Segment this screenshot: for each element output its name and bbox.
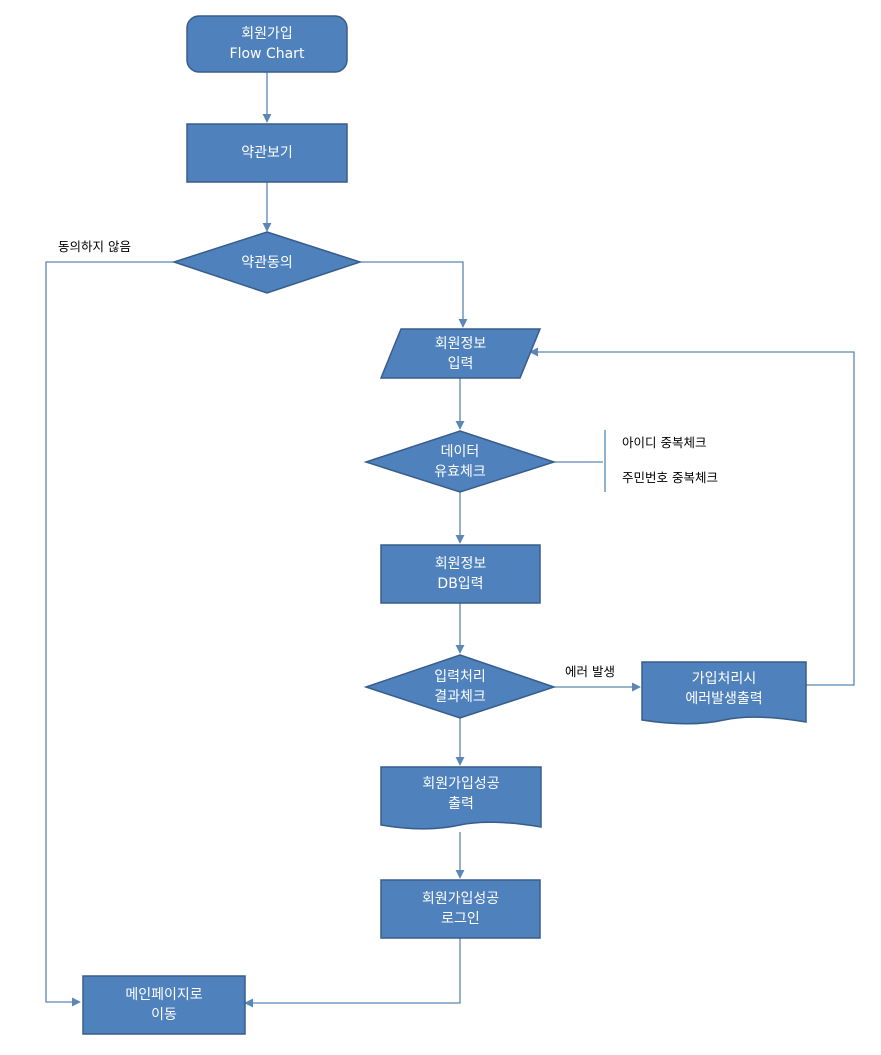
disagree-edge-label: 동의하지 않음	[58, 239, 131, 254]
annotation-item-rrn-check: 주민번호 중복체크	[622, 470, 718, 485]
input-result-diamond	[363, 654, 557, 719]
annotation-item-id-check: 아이디 중복체크	[622, 435, 707, 450]
start-line1: 회원가입	[241, 26, 293, 42]
member-info-input-parallelogram	[379, 328, 542, 379]
member-info-db-line1: 회원정보	[434, 556, 487, 572]
connectors	[45, 72, 855, 1008]
signup-success-login-label: 회원가입성공 로그인	[381, 880, 540, 938]
data-validity-diamond	[363, 430, 557, 493]
connector-login-to-main	[244, 938, 461, 1008]
error-output-line2: 에러발생출력	[685, 691, 763, 707]
signup-success-output-label: 회원가입성공 출력	[381, 767, 541, 821]
member-info-db-input-shape	[380, 544, 541, 604]
signup-success-output-line1: 회원가입성공	[422, 776, 500, 792]
input-result-line1: 입력처리	[434, 668, 486, 685]
member-info-input-line2: 입력	[447, 355, 474, 372]
input-result-check-label: 입력처리 결과체크	[366, 655, 554, 718]
signup-success-output-line2: 출력	[448, 796, 474, 812]
terms-agree-diamond	[171, 231, 363, 294]
start-line2: Flow Chart	[229, 46, 305, 62]
input-result-line2: 결과체크	[434, 688, 486, 705]
terms-agree-label: 약관동의	[174, 232, 360, 293]
main-page-shape	[82, 975, 246, 1035]
signup-success-login-shape	[380, 879, 541, 939]
data-validity-line2: 유효체크	[434, 463, 486, 480]
error-output-line1: 가입처리시	[691, 671, 757, 687]
connector-disagree-to-main	[45, 261, 174, 1007]
member-info-db-line2: DB입력	[437, 576, 484, 592]
error-occurred-edge-label: 에러 발생	[565, 664, 615, 679]
error-output-document-shape	[641, 661, 807, 725]
terms-agree-text: 약관동의	[241, 254, 293, 271]
member-info-db-input-label: 회원정보 DB입력	[381, 545, 540, 603]
start-node-label: 회원가입 Flow Chart	[187, 16, 347, 72]
error-output-label: 가입처리시 에러발생출력	[642, 662, 806, 716]
member-info-input-line1: 회원정보	[434, 335, 487, 352]
main-page-label: 메인페이지로 이동	[83, 976, 245, 1034]
signup-success-output-document-shape	[380, 766, 542, 830]
data-validity-label: 데이터 유효체크	[366, 431, 554, 492]
connector-agree-to-info-input	[360, 261, 468, 328]
terms-view-shape	[186, 123, 348, 183]
data-validity-line1: 데이터	[440, 443, 480, 460]
signup-success-login-line1: 회원가입성공	[421, 891, 500, 907]
terms-view-text: 약관보기	[241, 145, 293, 161]
terms-view-label: 약관보기	[187, 124, 347, 182]
main-page-line1: 메인페이지로	[125, 987, 203, 1003]
main-page-line2: 이동	[151, 1007, 177, 1023]
shapes	[82, 15, 807, 1035]
start-terminator-shape	[186, 15, 348, 73]
member-info-input-label: 회원정보 입력	[381, 329, 540, 378]
signup-success-login-line2: 로그인	[441, 911, 480, 927]
connector-error-loop-to-info-input	[529, 347, 855, 686]
